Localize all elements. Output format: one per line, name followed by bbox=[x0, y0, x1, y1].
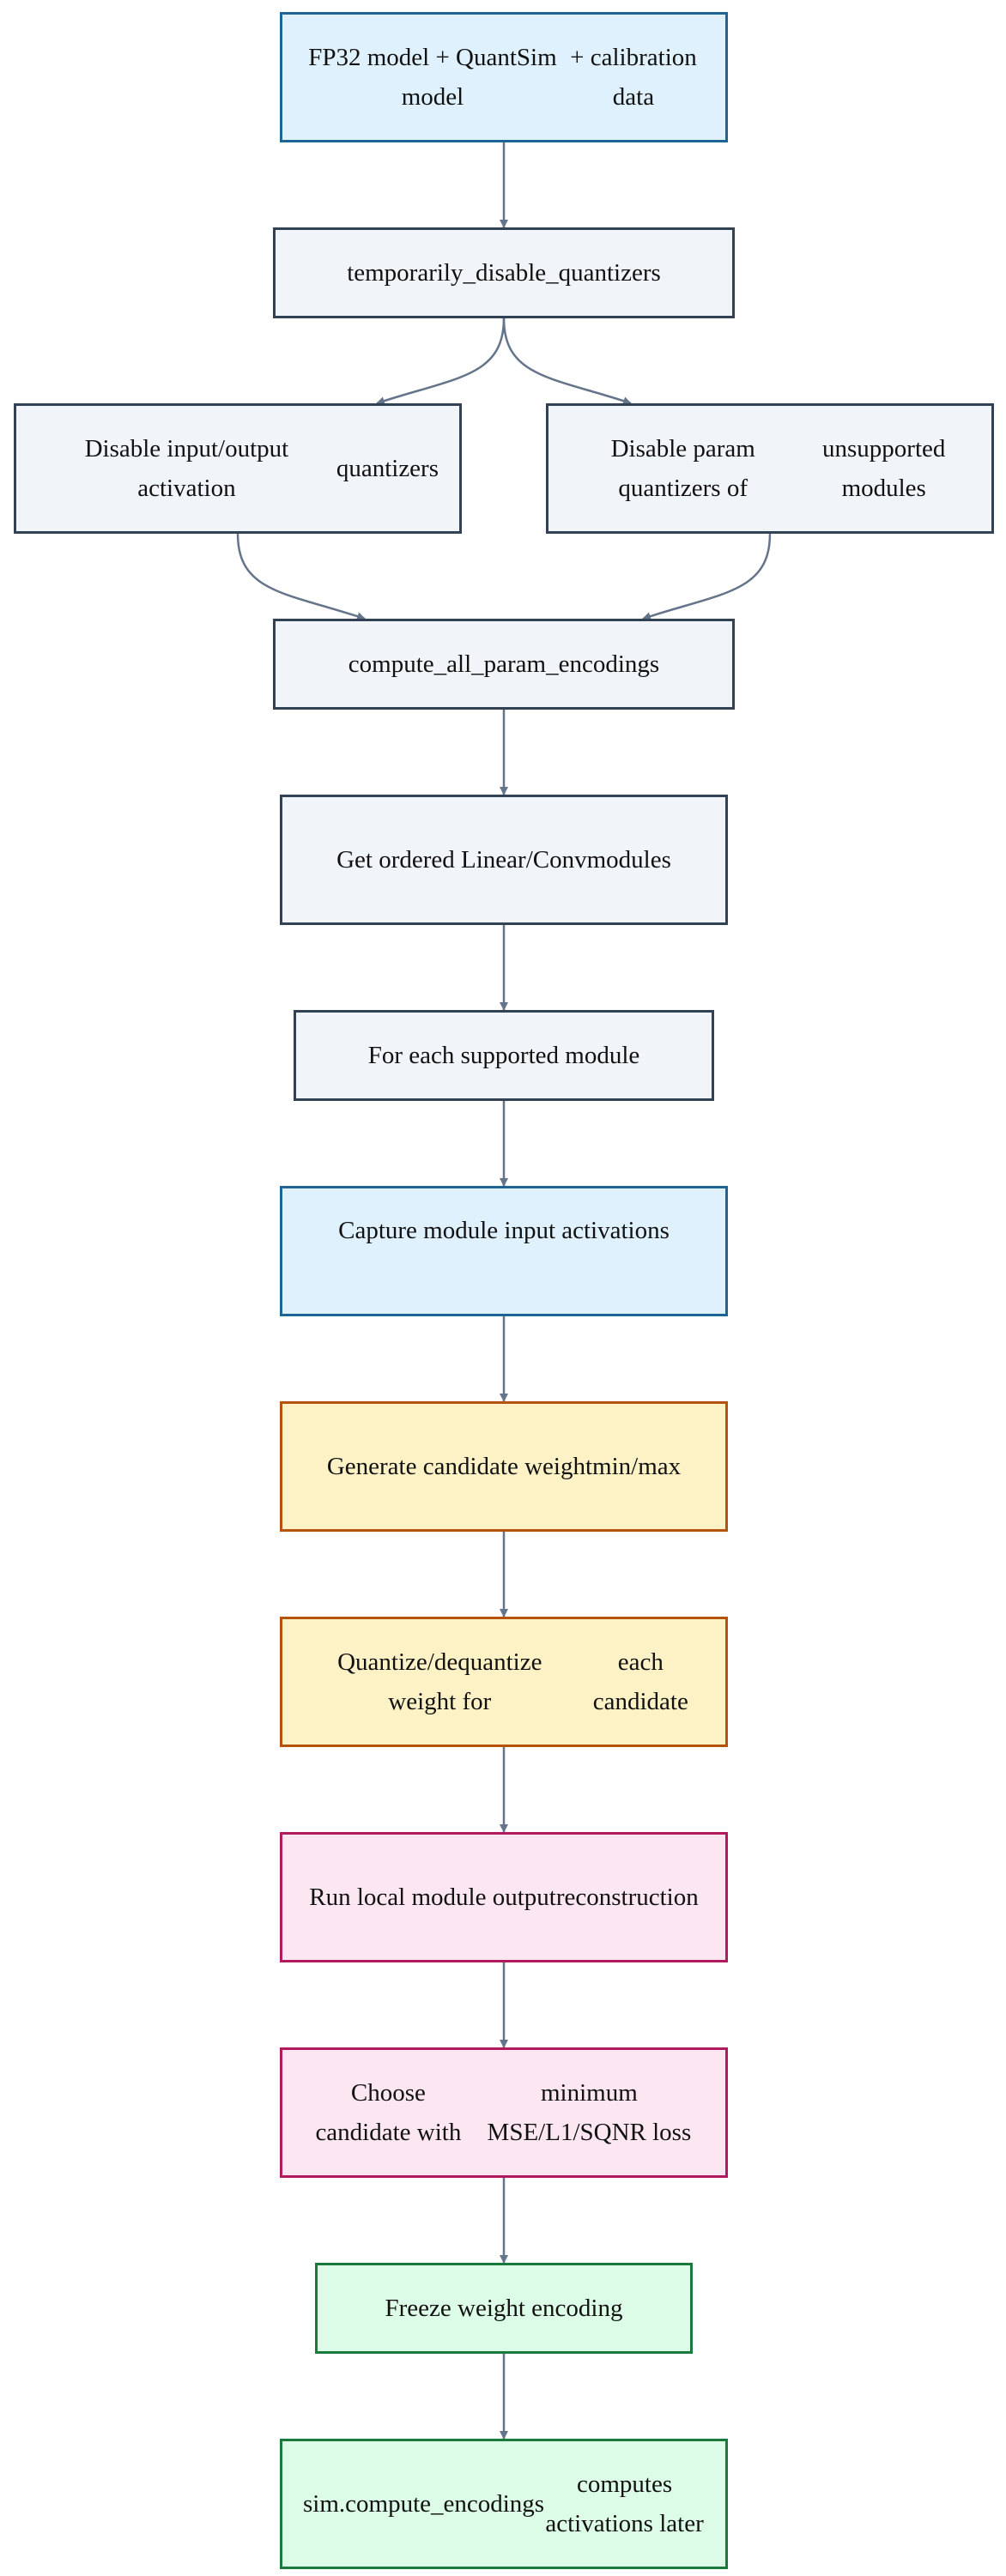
node-line: quantizers bbox=[336, 455, 439, 482]
node-line: For each supported module bbox=[367, 1042, 640, 1069]
node-line: FP32 model + QuantSim model bbox=[308, 44, 557, 111]
node-line: Disable param quantizers of bbox=[610, 435, 755, 502]
node-line: compute_all_param_encodings bbox=[348, 650, 660, 678]
node-temporarily-disable-quantizers: temporarily_disable_quantizers bbox=[273, 227, 735, 318]
node-line: sim.compute_encodings bbox=[303, 2490, 545, 2518]
node-disable-param-quantizers: Disable param quantizers of unsupported … bbox=[546, 403, 994, 534]
edge-n2-n4 bbox=[502, 317, 632, 405]
node-generate-candidates: Generate candidate weight min/max bbox=[280, 1401, 728, 1532]
node-line: Choose candidate with bbox=[315, 2079, 462, 2146]
node-freeze-weight-encoding: Freeze weight encoding bbox=[315, 2263, 693, 2354]
node-line: min/max bbox=[592, 1453, 682, 1480]
node-line: unsupported modules bbox=[822, 435, 946, 502]
node-line: computes activations later bbox=[545, 2470, 704, 2537]
edge-n2-n3 bbox=[376, 317, 506, 405]
node-line: temporarily_disable_quantizers bbox=[347, 259, 661, 287]
node-get-ordered-modules: Get ordered Linear/Conv modules bbox=[280, 795, 728, 925]
node-line: reconstruction bbox=[555, 1884, 699, 1911]
node-line: minimum MSE/L1/SQNR loss bbox=[487, 2079, 692, 2146]
node-compute-all-param-encodings: compute_all_param_encodings bbox=[273, 619, 735, 710]
node-line: Freeze weight encoding bbox=[385, 2295, 623, 2322]
node-choose-candidate: Choose candidate with minimum MSE/L1/SQN… bbox=[280, 2047, 728, 2178]
node-line: Disable input/output activation bbox=[84, 435, 289, 502]
node-fp32-model-input: FP32 model + QuantSim model + calibratio… bbox=[280, 12, 728, 142]
node-line: Capture module input activations bbox=[338, 1217, 670, 1244]
node-run-reconstruction: Run local module output reconstruction bbox=[280, 1832, 728, 1962]
node-line: Run local module output bbox=[309, 1884, 556, 1911]
node-quantize-dequantize: Quantize/dequantize weight for each cand… bbox=[280, 1617, 728, 1747]
node-line: Generate candidate weight bbox=[326, 1453, 593, 1480]
node-line: + calibration data bbox=[570, 44, 697, 111]
node-line: each candidate bbox=[592, 1648, 688, 1715]
edge-n3-n5 bbox=[236, 533, 366, 620]
node-line: modules bbox=[586, 846, 671, 874]
node-capture-input-activations: Capture module input activations bbox=[280, 1186, 728, 1316]
node-for-each-module: For each supported module bbox=[294, 1010, 714, 1101]
node-line: Get ordered Linear/Conv bbox=[336, 846, 587, 874]
node-sim-compute-encodings: sim.compute_encodings computes activatio… bbox=[280, 2439, 728, 2569]
node-disable-activation-quantizers: Disable input/output activation quantize… bbox=[14, 403, 462, 534]
node-line: Quantize/dequantize weight for bbox=[337, 1648, 542, 1715]
edge-n4-n5 bbox=[642, 533, 772, 620]
